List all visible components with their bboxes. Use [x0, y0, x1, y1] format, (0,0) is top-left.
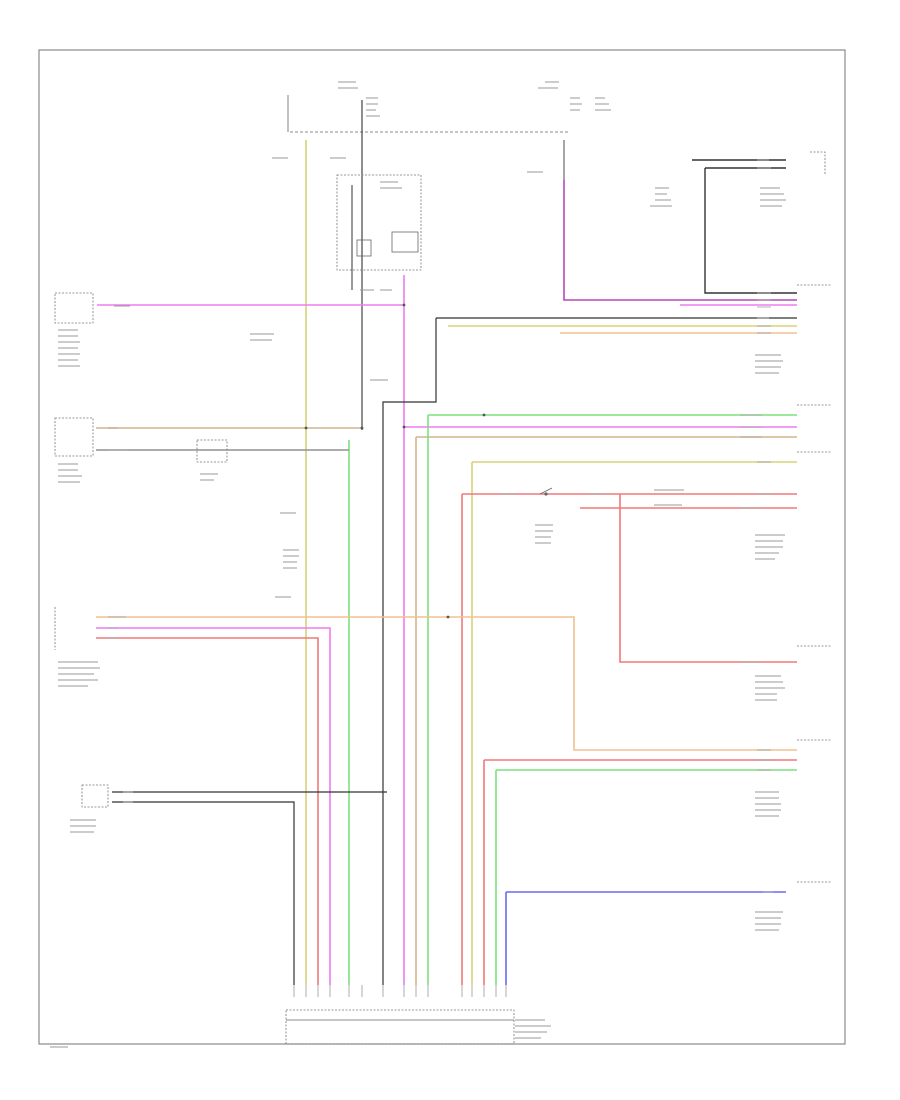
wire-violet-right: [563, 180, 797, 301]
relay-box: [336, 174, 422, 271]
diagram-frame: [38, 49, 846, 1045]
components: [54, 151, 832, 1045]
wire-black-down: [382, 318, 437, 985]
relay-switch-symbol: [356, 239, 372, 257]
splice-dots: [304, 303, 486, 794]
wire-red-left: [96, 637, 319, 985]
switch-bottom-left: [81, 784, 109, 808]
faint-label-marks: [50, 81, 786, 1048]
wire-black-switch-2: [112, 801, 295, 985]
ecu-pins: [293, 985, 507, 997]
wire-tags: [108, 159, 773, 893]
wire-pink-left: [96, 627, 331, 985]
sensor-top-left: [54, 292, 94, 324]
ecu-left: [54, 417, 94, 457]
wire-orange-left: [96, 616, 797, 751]
ecu-connector-block: [285, 1009, 515, 1045]
wire-blue: [505, 891, 786, 985]
inline-resistor: [196, 439, 228, 463]
relay-coil: [391, 231, 419, 253]
switch-mid-contact: [544, 492, 548, 496]
connector-top-right: [810, 151, 826, 175]
wire-red-loop: [619, 494, 797, 663]
switch-mid-blade: [539, 487, 553, 495]
wire-black-top-right-2: [704, 168, 797, 294]
wires: [96, 95, 797, 985]
